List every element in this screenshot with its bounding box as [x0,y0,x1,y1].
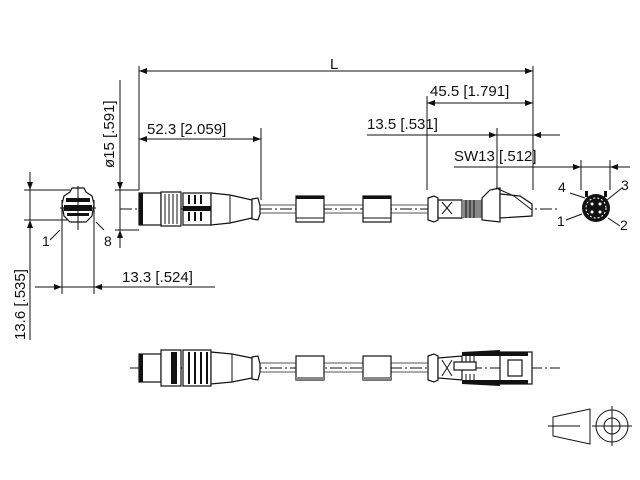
dim-rj45-length: 45.5 [1.791] [426,83,533,190]
dim-label-d15: ø15 [.591] [101,100,118,168]
dim-label-sw13: SW13 [.512] [454,148,537,165]
side-view-top [120,187,560,227]
dim-m12-length: 52.3 [2.059] [139,121,262,200]
dim-label-L: L [330,56,338,73]
m12-pin-label-1: 1 [557,213,565,229]
dim-overall-length: L [138,56,534,190]
pin-label-8: 8 [104,233,112,249]
dim-m12-diameter: ø15 [.591] [101,80,139,248]
dim-boot-length: 13.5 [.531] [367,116,560,190]
dim-rj45-width: 13.3 [.524] [35,200,215,294]
dim-label-52-3: 52.3 [2.059] [147,121,226,138]
m12-pin-label-3: 3 [621,177,629,193]
projection-symbol-icon [548,406,632,446]
pin-label-1: 1 [42,233,50,249]
side-view-bottom [130,349,560,387]
dim-label-13-5: 13.5 [.531] [367,116,438,133]
dim-label-13-3: 13.3 [.524] [122,269,193,286]
dim-label-13-6: 13.6 [.535] [12,269,29,340]
m12-pin-label-2: 2 [620,217,628,233]
dim-label-45-5: 45.5 [1.791] [430,83,509,100]
m12-pin-label-4: 4 [558,179,566,195]
dim-wrench-size: SW13 [.512] [454,148,630,190]
rj45-end-view: 1 8 [42,186,112,249]
dim-rj45-height: 13.6 [.535] [12,172,70,340]
m12-end-view: 4 3 1 2 [557,177,629,233]
